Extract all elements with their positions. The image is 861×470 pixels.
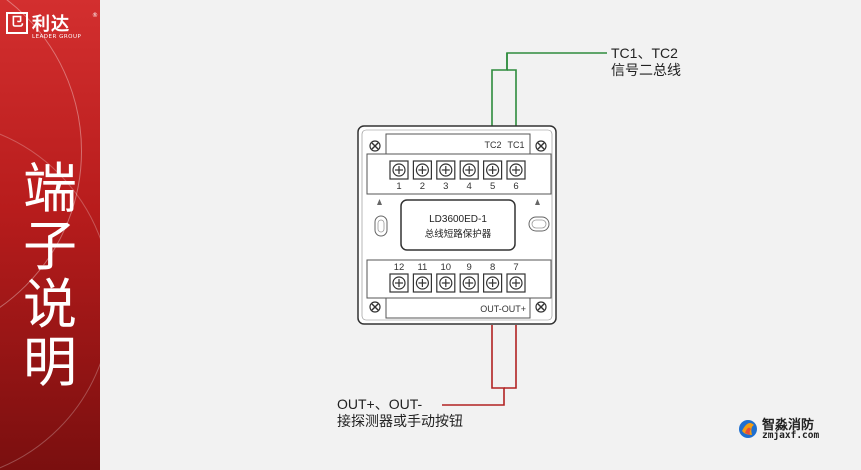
top-terminal-5: 5 <box>483 160 503 192</box>
top-terminal-2: 2 <box>412 160 432 192</box>
bottom-terminal-8: 8 <box>483 262 503 293</box>
right-indicator-inner <box>531 219 547 229</box>
arrow-up-icon <box>377 199 382 205</box>
mounting-screws <box>369 140 547 313</box>
screw-icon <box>535 140 547 152</box>
bottom-terminal-9: 9 <box>459 262 479 293</box>
top-terminal-number: 6 <box>513 181 518 192</box>
top-callout: TC1、TC2 信号二总线 <box>611 45 681 79</box>
screw-icon <box>535 301 547 313</box>
device-inner <box>361 129 553 321</box>
top-terminals: 1 2 3 4 5 6 <box>389 160 526 192</box>
logo-tagline: LEADER GROUP <box>32 34 82 40</box>
model-number: LD3600ED-1 <box>429 214 487 225</box>
arrow-up-icon <box>535 199 540 205</box>
section-title-char: 子 <box>23 215 77 278</box>
top-terminal-number: 4 <box>467 181 472 192</box>
top-terminal-number: 3 <box>443 181 448 192</box>
top-wire-inner <box>507 69 517 128</box>
screw-icon <box>369 140 381 152</box>
bottom-wire-outer <box>442 325 505 406</box>
bottom-label-out: OUT-OUT+ <box>480 304 526 314</box>
top-terminal-1: 1 <box>389 160 409 192</box>
section-title: 端 子 说 明 <box>12 160 88 392</box>
flame-logo-icon <box>739 420 757 438</box>
bottom-terminal-7: 7 <box>506 262 526 293</box>
bottom-terminal-number: 7 <box>513 262 518 273</box>
top-callout-line2: 信号二总线 <box>611 62 681 78</box>
bottom-terminal-12: 12 <box>389 262 409 293</box>
logo-mark: 㔾 <box>6 12 28 34</box>
bottom-callout-line2: 接探测器或手动按钮 <box>337 413 463 429</box>
bottom-callout: OUT+、OUT- 接探测器或手动按钮 <box>337 396 463 430</box>
top-terminal-number: 5 <box>490 181 495 192</box>
bottom-terminals: 12 11 10 9 8 7 <box>389 262 526 293</box>
left-indicator <box>374 215 388 237</box>
logo-name: 利达 <box>32 14 70 35</box>
model-label-box <box>400 199 516 251</box>
top-wire-outer <box>491 52 607 128</box>
bottom-callout-line1: OUT+、OUT- <box>337 396 423 412</box>
top-terminal-4: 4 <box>459 160 479 192</box>
top-label-tc1: TC1 <box>507 140 524 150</box>
watermark: 智淼消防 zmjaxf.com <box>736 414 836 444</box>
bottom-terminal-11: 11 <box>412 262 432 293</box>
bottom-terminal-number: 11 <box>417 262 427 273</box>
top-label-tc2: TC2 <box>484 140 501 150</box>
screw-icon <box>369 301 381 313</box>
top-terminal-number: 1 <box>396 181 401 192</box>
bottom-wire-inner <box>504 325 517 389</box>
bottom-terminal-number: 8 <box>490 262 495 273</box>
watermark-name: 智淼消防 <box>762 418 815 433</box>
section-title-char: 端 <box>23 157 77 220</box>
bottom-terminal-number: 9 <box>467 262 472 273</box>
logo-registered: ® <box>92 12 98 19</box>
top-callout-line1: TC1、TC2 <box>611 45 678 61</box>
top-terminal-number: 2 <box>420 181 425 192</box>
bottom-terminal-10: 10 <box>436 262 456 293</box>
top-terminal-6: 6 <box>506 160 526 192</box>
device-name: 总线短路保护器 <box>425 228 492 240</box>
top-terminal-3: 3 <box>436 160 456 192</box>
section-title-char: 说 <box>23 273 77 336</box>
section-title-char: 明 <box>23 331 77 394</box>
bottom-terminal-number: 12 <box>394 262 405 273</box>
watermark-url: zmjaxf.com <box>762 430 820 441</box>
bottom-label-strip <box>385 297 531 319</box>
bottom-terminal-number: 10 <box>441 262 452 273</box>
company-logo: 㔾 利达 ® LEADER GROUP <box>6 10 98 46</box>
left-indicator-inner <box>377 219 385 233</box>
sidebar: 㔾 利达 ® LEADER GROUP 端 子 说 明 <box>0 0 100 470</box>
